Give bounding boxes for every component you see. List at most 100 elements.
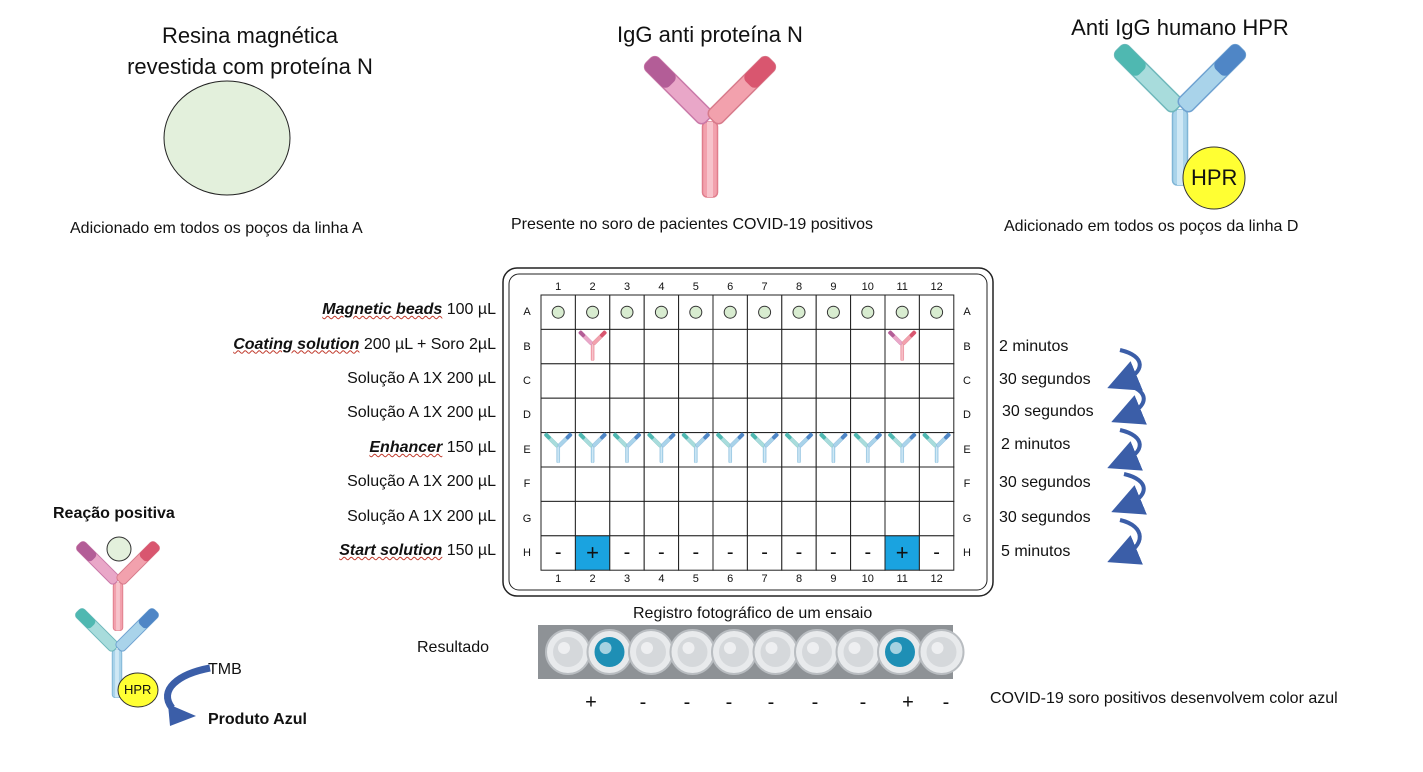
plate-well <box>540 363 576 399</box>
plate-well <box>850 328 886 365</box>
result-mark: - <box>725 691 733 714</box>
plate-well <box>746 397 783 434</box>
row-label-right: H <box>963 547 971 559</box>
well-result-mark: - <box>761 541 768 564</box>
plate-well <box>884 535 920 571</box>
result-mark: - <box>859 691 867 714</box>
column-label-top: 11 <box>896 281 908 293</box>
plate-well <box>643 397 680 434</box>
time-label: 2 minutos <box>1001 436 1071 453</box>
well-result-mark: - <box>933 541 940 564</box>
plate-well <box>815 466 852 502</box>
step-arrow <box>1111 472 1147 515</box>
plate-well <box>850 397 886 434</box>
column-label-bottom: 6 <box>727 573 734 585</box>
column-label-bottom: 12 <box>930 573 943 585</box>
plate-well <box>918 466 955 502</box>
column-label-bottom: 9 <box>830 573 837 585</box>
plate-well <box>643 535 680 571</box>
column-label-top: 4 <box>658 281 665 293</box>
column-label-top: 10 <box>861 281 874 293</box>
plate-well <box>609 500 645 537</box>
product-label: Produto Azul <box>208 711 307 728</box>
row-label-right: C <box>963 375 971 387</box>
plate-well <box>746 328 783 365</box>
column-label-top: 3 <box>623 281 631 293</box>
step-label: Solução A 1X 200 µL <box>347 507 496 525</box>
magnetic-bead-shape <box>163 80 291 196</box>
plate-well <box>918 535 955 571</box>
column-label-bottom: 2 <box>589 573 596 585</box>
row-label-right: A <box>963 306 971 319</box>
reaction-hpr-circle <box>117 672 159 708</box>
plate-well <box>884 500 920 537</box>
step-arrows <box>1107 348 1147 565</box>
well-result-mark: + <box>895 540 909 565</box>
plate-well <box>918 328 955 365</box>
row-label-left: F <box>523 478 531 491</box>
time-label: 5 minutos <box>1001 543 1071 560</box>
row-label-left: D <box>523 409 531 422</box>
row-label-left: C <box>523 375 531 387</box>
plate-well <box>815 363 852 399</box>
bead-dot <box>826 305 840 319</box>
plate-well <box>712 535 748 571</box>
column-label-top: 5 <box>692 281 699 293</box>
plate-well <box>678 328 714 365</box>
tmb-arrow-head <box>168 704 196 726</box>
plate-well <box>850 500 886 537</box>
plate-well <box>609 397 645 434</box>
column-label-top: 8 <box>795 281 803 293</box>
plate-well <box>643 466 680 502</box>
plate-well <box>609 328 645 365</box>
bead-dot <box>758 305 772 319</box>
step-label: Solução A 1X 200 µL <box>347 473 496 491</box>
plate-well <box>609 466 645 502</box>
step-label: Start solution 150 µL <box>339 542 496 559</box>
plate-well <box>643 500 680 537</box>
plate-well <box>712 397 748 434</box>
resin-title: Resina magnética revestida com proteína … <box>127 23 373 79</box>
step-arrow <box>1107 518 1143 565</box>
plate-well <box>746 466 783 502</box>
well-result-mark: + <box>586 540 600 565</box>
time-label: 30 segundos <box>999 474 1091 491</box>
row-label-left: E <box>523 443 531 456</box>
well-result-mark: - <box>864 541 872 564</box>
result-mark: - <box>811 691 819 714</box>
reaction-title: Reação positiva <box>53 505 175 522</box>
column-label-top: 7 <box>761 281 768 293</box>
time-label: 30 segundos <box>999 371 1091 388</box>
step-label: Enhancer 150 µL <box>369 438 496 456</box>
plate-well <box>540 397 576 434</box>
reaction-bead-shape <box>106 536 132 562</box>
plate-well <box>574 535 611 571</box>
anti-igg-title: Anti IgG humano HPR <box>1071 15 1289 40</box>
column-label-bottom: 10 <box>861 573 874 585</box>
column-label-bottom: 4 <box>658 573 665 585</box>
column-label-bottom: 7 <box>761 573 768 585</box>
step-label: Magnetic beads 100 µL <box>322 301 496 319</box>
plate-well <box>609 535 645 571</box>
row-label-right: G <box>962 512 972 525</box>
step-arrow <box>1111 382 1147 425</box>
plate-well <box>884 397 920 434</box>
row-label-right: B <box>963 340 971 353</box>
plate-well <box>746 535 783 571</box>
row-label-left: B <box>523 340 531 353</box>
plate-well <box>540 500 576 537</box>
column-label-bottom: 8 <box>795 573 803 585</box>
row-label-left: H <box>523 547 531 559</box>
well-result-mark: - <box>554 541 562 564</box>
plate-well <box>815 328 852 365</box>
plate-well <box>781 397 817 434</box>
tmb-arrow-body <box>164 664 211 711</box>
plate-well <box>918 397 955 434</box>
plate-well <box>574 363 611 399</box>
plate-well <box>918 363 955 399</box>
row-label-left: A <box>523 306 531 319</box>
plate-well <box>712 328 748 365</box>
column-label-bottom: 11 <box>896 573 908 585</box>
photo-title: Registro fotográfico de um ensaio <box>633 605 873 622</box>
plate-well <box>678 535 714 571</box>
